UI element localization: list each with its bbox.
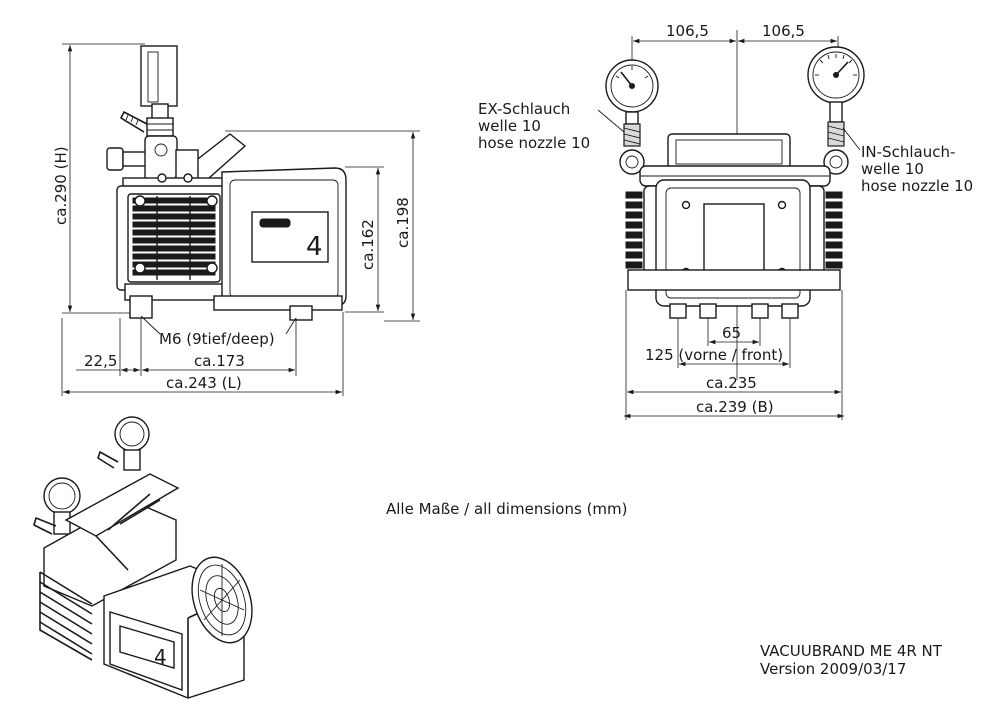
height-label: ca.290 (H): [52, 146, 70, 225]
units-note: Alle Maße / all dimensions (mm): [386, 500, 628, 518]
cooling-fins: [132, 197, 216, 276]
height-162-label: ca.162: [359, 219, 377, 270]
iso-fins: [39, 571, 93, 661]
length-total-label: ca.243 (L): [166, 374, 242, 392]
ex-hose-label-3: hose nozzle 10: [478, 134, 590, 152]
side-badge-number: 4: [306, 232, 323, 262]
ex-hose-label-2: welle 10: [478, 117, 541, 135]
foot-65-label: 65: [722, 324, 741, 342]
iso-fan: [191, 556, 253, 644]
half-right-label: 106,5: [762, 22, 805, 40]
half-left-label: 106,5: [666, 22, 709, 40]
in-hose-label-1: IN-Schlauch-: [861, 143, 955, 161]
gauge-left: [605, 59, 659, 175]
width-total-label: ca.239 (B): [696, 398, 774, 416]
in-hose-label-3: hose nozzle 10: [861, 177, 973, 195]
side-view: ca.290 (H) ca.162 ca.198: [52, 43, 420, 396]
front-fins: [625, 191, 843, 269]
foot-125-label: 125 (vorne / front): [645, 346, 783, 364]
height-198-label: ca.198: [394, 197, 412, 248]
ex-hose-label-1: EX-Schlauch: [478, 100, 570, 118]
thread-callout: M6 (9tief/deep): [159, 330, 275, 348]
length-173-label: ca.173: [194, 352, 245, 370]
gauge-right: [807, 46, 865, 175]
offset-label: 22,5: [84, 352, 117, 370]
front-view: 106,5 106,5: [478, 22, 973, 420]
iso-badge-number: 4: [154, 645, 167, 669]
in-hose-label-2: welle 10: [861, 160, 924, 178]
model-name: VACUUBRAND ME 4R NT: [760, 642, 943, 660]
width-235-label: ca.235: [706, 374, 757, 392]
version-date: Version 2009/03/17: [760, 660, 906, 678]
isometric-view: 4: [33, 416, 253, 699]
